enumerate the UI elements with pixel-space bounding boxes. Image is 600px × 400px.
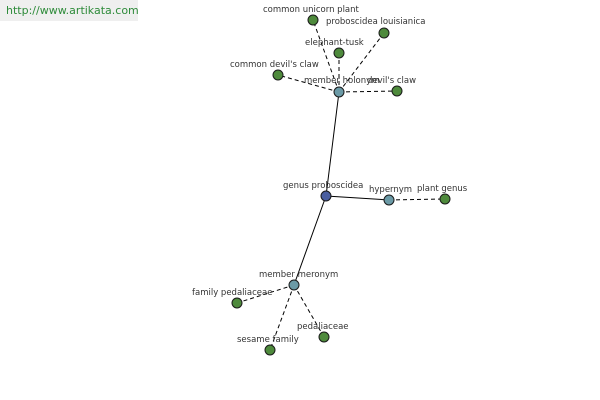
edge-member-meronym-to-family-pedaliaceae xyxy=(236,284,295,304)
node-label-common-unicorn-plant: common unicorn plant xyxy=(263,5,360,15)
node-circle-member-holonym[interactable] xyxy=(333,86,345,98)
node-circle-common-unicorn-plant[interactable] xyxy=(307,14,319,26)
node-circle-hypernym[interactable] xyxy=(383,194,395,206)
edge-member-holonym-to-proboscidea-louisianica xyxy=(338,32,385,93)
nodes-layer: genus proboscidea member holonym hypernym m… xyxy=(192,5,468,356)
node-member-holonym[interactable]: member holonym xyxy=(304,76,379,98)
node-genus-proboscidea[interactable]: genus proboscidea xyxy=(283,181,363,202)
node-label-genus-proboscidea: genus proboscidea xyxy=(283,181,363,191)
node-label-hypernym: hypernym xyxy=(369,185,412,195)
node-circle-proboscidea-louisianica[interactable] xyxy=(378,27,390,39)
node-common-devils-claw[interactable]: common devil's claw xyxy=(230,60,319,81)
node-label-common-devils-claw: common devil's claw xyxy=(230,60,319,70)
node-label-elephant-tusk: elephant-tusk xyxy=(305,38,364,48)
node-circle-elephant-tusk[interactable] xyxy=(333,47,345,59)
source-url-banner[interactable]: http://www.artikata.com xyxy=(0,0,138,21)
edges-layer xyxy=(236,19,446,351)
node-circle-common-devils-claw[interactable] xyxy=(272,69,284,81)
edge-genus-proboscidea-to-member-meronym xyxy=(293,195,327,286)
node-label-sesame-family: sesame family xyxy=(237,335,299,345)
node-pedaliaceae[interactable]: pedaliaceae xyxy=(297,322,349,343)
node-devils-claw[interactable]: devil's claw xyxy=(367,76,416,97)
node-proboscidea-louisianica[interactable]: proboscidea louisianica xyxy=(326,17,425,39)
node-circle-family-pedaliaceae[interactable] xyxy=(231,297,243,309)
node-member-meronym[interactable]: member meronym xyxy=(259,270,338,291)
node-circle-pedaliaceae[interactable] xyxy=(318,331,330,343)
edge-genus-proboscidea-to-member-holonym xyxy=(325,91,340,197)
edge-member-meronym-to-sesame-family xyxy=(269,284,295,351)
edge-hypernym-to-plant-genus xyxy=(388,198,446,201)
node-label-member-holonym: member holonym xyxy=(304,76,379,86)
node-circle-genus-proboscidea[interactable] xyxy=(320,190,332,202)
node-circle-member-meronym[interactable] xyxy=(288,279,300,291)
node-elephant-tusk[interactable]: elephant-tusk xyxy=(305,38,364,59)
node-plant-genus[interactable]: plant genus xyxy=(417,184,468,205)
edge-genus-proboscidea-to-hypernym xyxy=(325,195,390,201)
edge-member-holonym-to-devils-claw xyxy=(338,90,398,93)
edge-member-meronym-to-pedaliaceae xyxy=(293,284,325,338)
node-sesame-family[interactable]: sesame family xyxy=(237,335,299,356)
node-label-member-meronym: member meronym xyxy=(259,270,338,280)
node-circle-sesame-family[interactable] xyxy=(264,344,276,356)
edge-member-holonym-to-common-unicorn-plant xyxy=(312,19,340,93)
node-circle-plant-genus[interactable] xyxy=(439,193,451,205)
node-label-proboscidea-louisianica: proboscidea louisianica xyxy=(326,17,425,27)
node-label-devils-claw: devil's claw xyxy=(367,76,416,86)
node-label-pedaliaceae: pedaliaceae xyxy=(297,322,349,332)
node-hypernym[interactable]: hypernym xyxy=(369,185,412,206)
node-family-pedaliaceae[interactable]: family pedaliaceae xyxy=(192,288,272,309)
edge-member-holonym-to-common-devils-claw xyxy=(277,74,340,93)
node-circle-devils-claw[interactable] xyxy=(391,85,403,97)
node-label-plant-genus: plant genus xyxy=(417,184,468,194)
node-label-family-pedaliaceae: family pedaliaceae xyxy=(192,288,272,298)
node-common-unicorn-plant[interactable]: common unicorn plant xyxy=(263,5,360,26)
